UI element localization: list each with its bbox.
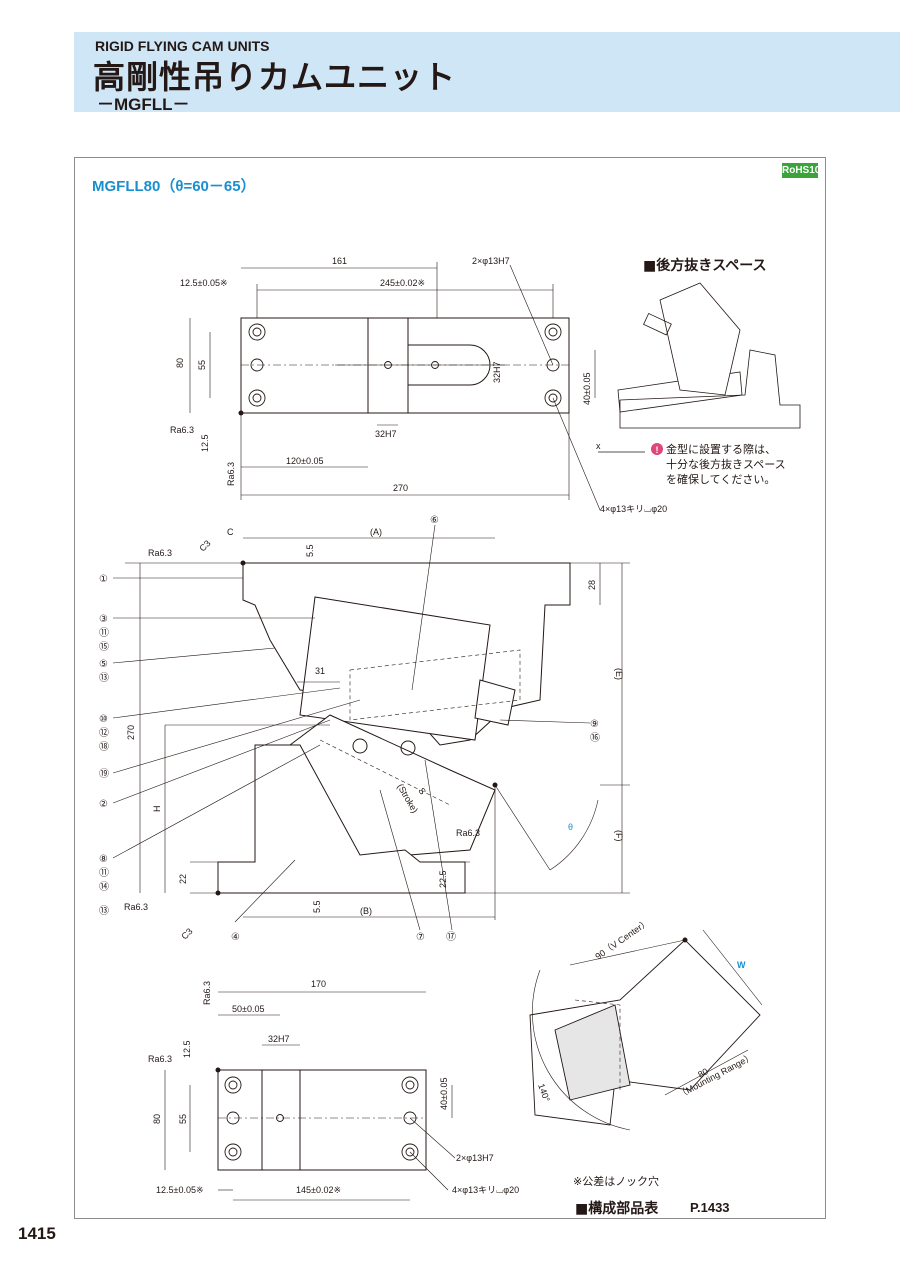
dim-50: 50±0.05 <box>232 1004 264 1014</box>
dim-55: 55 <box>197 360 207 370</box>
dim-12-5: 12.5±0.05※ <box>180 278 228 288</box>
dim-80: 80 <box>175 358 185 368</box>
dim-161: 161 <box>332 256 347 266</box>
part-num-10: ⑩ <box>99 714 108 725</box>
model-label: MGFLL80（θ=60－65） <box>92 178 256 195</box>
dim-b: (B) <box>360 906 372 916</box>
w-label: W <box>737 960 746 970</box>
range-view <box>529 929 763 1131</box>
page-number: 1415 <box>18 1224 56 1243</box>
rohs-badge: RoHS10 <box>782 163 821 178</box>
part-num-18: ⑱ <box>99 741 109 753</box>
parts-table-link[interactable]: ■構成部品表 <box>575 1201 659 1217</box>
page-reference-link[interactable]: P.1433 <box>690 1200 730 1215</box>
roughness-label: Ra6.3 <box>170 425 194 435</box>
dim-40: 40±0.05 <box>582 373 592 405</box>
roughness-label: Ra6.3 <box>226 462 236 486</box>
part-num-13: ⑬ <box>99 672 109 684</box>
side-view <box>112 524 630 931</box>
bottom-view <box>164 991 456 1201</box>
dim-31: 31 <box>315 666 325 676</box>
page-title: 高剛性吊りカムユニット <box>93 58 457 96</box>
rear-space-note-2: 十分な後方抜きスペース <box>666 458 786 471</box>
part-num-16: ⑯ <box>590 732 600 744</box>
dim-hole-4: 4×φ13キリ⌴φ20 <box>452 1185 519 1195</box>
dim-hole-4: 4×φ13キリ⌴φ20 <box>600 504 667 514</box>
roughness-label: Ra6.3 <box>124 902 148 912</box>
theta-label: θ <box>568 822 573 832</box>
dim-120: 120±0.05 <box>286 456 323 466</box>
header-band <box>74 32 900 112</box>
svg-text:!: ! <box>656 445 659 455</box>
rear-space-title: ■後方抜きスペース <box>643 258 767 274</box>
dim-s: S <box>416 786 428 796</box>
dim-h: H <box>152 806 162 813</box>
part-num-11: ⑪ <box>99 627 109 639</box>
dim-f: (F) <box>614 830 624 842</box>
part-num-19: ⑲ <box>99 768 109 780</box>
dim-80: 80 <box>152 1114 162 1124</box>
chamfer-c3: C3 <box>179 926 194 941</box>
dim-5-5b: 5.5 <box>312 900 322 913</box>
caution-icon: ! <box>651 443 663 455</box>
dim-v-center: 90（V Center） <box>593 917 651 962</box>
part-num-7: ⑦ <box>416 932 425 943</box>
top-view <box>189 262 601 511</box>
dim-c: C <box>227 527 234 537</box>
dim-40: 40±0.05 <box>439 1078 449 1110</box>
rear-space-note-1: 金型に設置する際は、 <box>666 443 776 456</box>
rear-space-sketch <box>598 282 801 453</box>
dim-28: 28 <box>587 580 597 590</box>
dim-32h7: 32H7 <box>268 1034 290 1044</box>
roughness-label: Ra6.3 <box>456 828 480 838</box>
chamfer-c3: C3 <box>197 538 212 553</box>
dim-e: (E) <box>614 668 624 680</box>
part-num-3: ③ <box>99 614 108 625</box>
dim-12-5b: 12.5±0.05※ <box>156 1185 204 1195</box>
part-num-1: ① <box>99 574 108 585</box>
part-num-13: ⑬ <box>99 905 109 917</box>
dim-12-5: 12.5 <box>182 1040 192 1058</box>
part-num-15: ⑮ <box>99 641 109 653</box>
dim-270: 270 <box>126 725 136 740</box>
dim-145: 145±0.02※ <box>296 1185 341 1195</box>
roughness-label: Ra6.3 <box>148 548 172 558</box>
part-num-14: ⑭ <box>99 881 109 893</box>
dim-hole-2: 2×φ13H7 <box>472 256 510 266</box>
rear-space-note-3: を確保してください。 <box>666 473 776 486</box>
part-num-11: ⑪ <box>99 867 109 879</box>
dim-x: x <box>596 441 601 451</box>
model-series: －MGFLL－ <box>97 95 190 114</box>
dim-80: 80 <box>696 1066 710 1080</box>
dim-5-5: 5.5 <box>305 544 315 557</box>
roughness-label: Ra6.3 <box>202 981 212 1005</box>
tolerance-note: ※公差はノック穴 <box>573 1175 659 1188</box>
dim-22: 22 <box>178 874 188 884</box>
drawing-frame <box>74 157 826 1219</box>
dim-245: 245±0.02※ <box>380 278 425 288</box>
part-num-6: ⑥ <box>430 515 439 526</box>
dim-hole-2: 2×φ13H7 <box>456 1153 494 1163</box>
dim-170: 170 <box>311 979 326 989</box>
dim-55: 55 <box>178 1114 188 1124</box>
part-num-9: ⑨ <box>590 719 599 730</box>
part-num-17: ⑰ <box>446 931 456 943</box>
part-num-12: ⑫ <box>99 727 109 739</box>
dim-a: (A) <box>370 527 382 537</box>
title-en: RIGID FLYING CAM UNITS <box>95 38 270 54</box>
dim-12-5b: 12.5 <box>200 434 210 452</box>
dim-32h7-v: 32H7 <box>492 361 502 383</box>
dim-270: 270 <box>393 483 408 493</box>
part-num-5: ⑤ <box>99 659 108 670</box>
part-num-4: ④ <box>231 932 240 943</box>
dim-22-5: 22.5 <box>438 870 448 888</box>
roughness-label: Ra6.3 <box>148 1054 172 1064</box>
part-num-2: ② <box>99 799 108 810</box>
dim-32h7-h: 32H7 <box>375 429 397 439</box>
part-num-8: ⑧ <box>99 854 108 865</box>
